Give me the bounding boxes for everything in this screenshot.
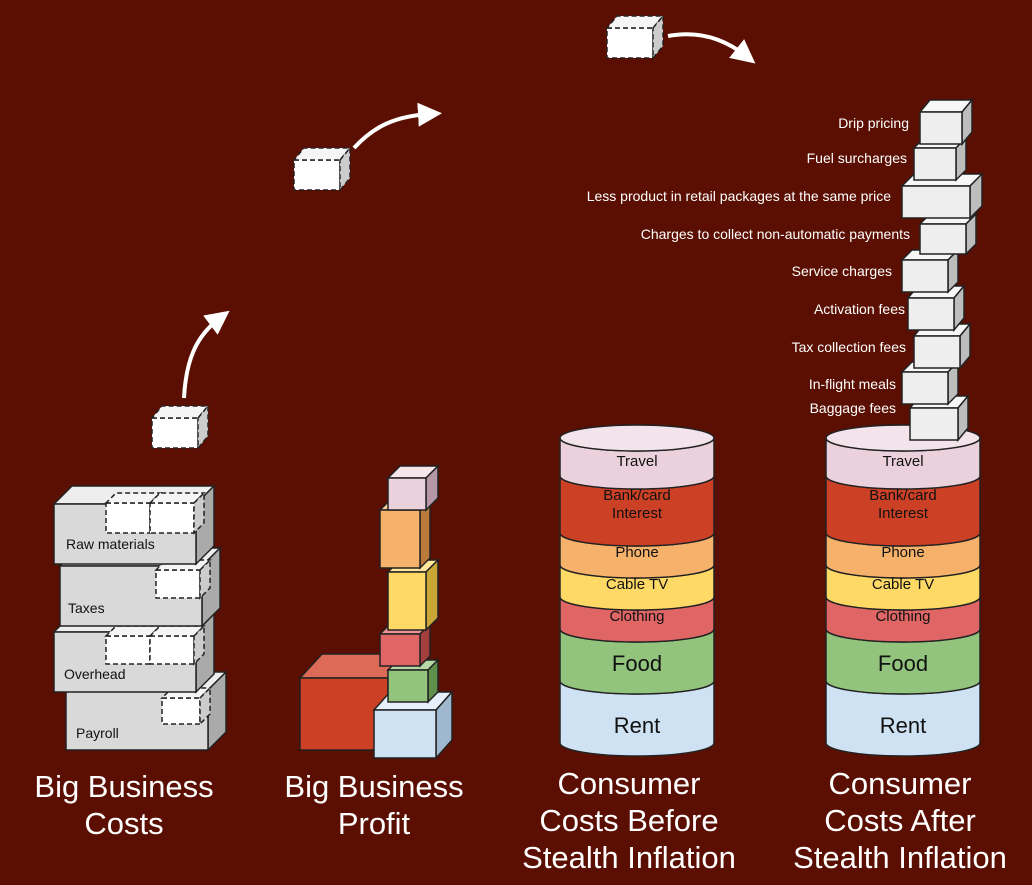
flow-arrow — [667, 32, 756, 64]
caption-line: Big Business — [34, 769, 213, 804]
layer-label-rent: Rent — [880, 713, 926, 738]
flow-arrow — [352, 102, 442, 150]
caption-line: Costs After — [824, 803, 976, 838]
fee-cube-drip-pricing — [918, 97, 974, 147]
hidden-cost-cube — [160, 686, 212, 726]
profit-block-food — [386, 658, 440, 704]
hidden-cost-cube — [148, 491, 206, 535]
escaping-cube — [605, 13, 665, 61]
layer-label-travel: Travel — [616, 453, 657, 470]
caption-consumer-before: Consumer Costs Before Stealth Inflation — [522, 766, 736, 875]
caption-line: Big Business — [284, 769, 463, 804]
caption-line: Costs — [84, 806, 163, 841]
layer-label-food: Food — [878, 651, 928, 676]
cost-label-payroll: Payroll — [76, 725, 119, 741]
caption-line: Consumer — [829, 766, 972, 801]
consumer-after-cylinder: Travel Bank/card Interest Phone Cable TV… — [825, 424, 981, 757]
layer-label-clothing: Clothing — [609, 608, 664, 625]
layer-label-phone: Phone — [881, 544, 924, 561]
layer-label-bank-card: Bank/card — [869, 487, 937, 504]
cylinder-top — [559, 424, 715, 452]
fee-label-in-flight-meals: In-flight meals — [809, 376, 896, 392]
business-costs-stack: Raw materials Taxes Overhead Payroll — [52, 484, 228, 752]
fee-cube-fuel-surcharges — [912, 136, 968, 182]
fee-label-activation-fees: Activation fees — [814, 301, 905, 317]
layer-label-food: Food — [612, 651, 662, 676]
layer-label-cable-tv: Cable TV — [606, 576, 668, 593]
cost-label-raw-materials: Raw materials — [66, 536, 155, 552]
caption-business-costs: Big Business Costs — [34, 769, 213, 841]
fee-label-drip-pricing: Drip pricing — [838, 115, 909, 131]
caption-line: Consumer — [558, 766, 701, 801]
layer-label-cable-tv: Cable TV — [872, 576, 934, 593]
layer-label-interest: Interest — [878, 505, 929, 522]
fee-cube-tax-collection — [912, 321, 972, 371]
caption-line: Costs Before — [539, 803, 718, 838]
layer-label-clothing: Clothing — [875, 608, 930, 625]
cost-box-raw-materials — [52, 484, 216, 566]
fee-cube-less-product — [900, 172, 984, 220]
hidden-cost-cube — [154, 558, 212, 600]
business-profit-stack — [298, 464, 454, 760]
cost-label-taxes: Taxes — [68, 600, 105, 616]
fee-label-non-automatic-payments: Charges to collect non-automatic payment… — [641, 226, 910, 242]
caption-line: Profit — [338, 806, 411, 841]
fee-tower: Drip pricing Fuel surcharges Less produc… — [587, 97, 984, 443]
fee-cube-service-charges — [900, 248, 960, 294]
layer-label-bank-card: Bank/card — [603, 487, 671, 504]
caption-business-profit: Big Business Profit — [284, 769, 463, 841]
escaping-cube — [150, 403, 210, 451]
fee-label-less-product: Less product in retail packages at the s… — [587, 188, 891, 204]
cost-box-overhead — [52, 612, 216, 694]
caption-consumer-after: Consumer Costs After Stealth Inflation — [793, 766, 1007, 875]
fee-label-baggage-fees: Baggage fees — [810, 400, 896, 416]
layer-label-travel: Travel — [882, 453, 923, 470]
fee-label-tax-collection-fees: Tax collection fees — [792, 339, 906, 355]
layer-label-rent: Rent — [614, 713, 660, 738]
consumer-before-cylinder: Travel Bank/card Interest Phone Cable TV… — [559, 424, 715, 757]
fee-label-service-charges: Service charges — [792, 263, 892, 279]
flow-arrow — [182, 310, 230, 399]
layer-label-interest: Interest — [612, 505, 663, 522]
hidden-cost-cube — [104, 625, 162, 665]
profit-block-cable — [386, 558, 440, 632]
fee-cube-non-automatic-payments — [918, 212, 978, 256]
escaping-cube — [292, 145, 352, 193]
layer-label-phone: Phone — [615, 544, 658, 561]
caption-line: Stealth Inflation — [793, 840, 1007, 875]
fee-label-fuel-surcharges: Fuel surcharges — [807, 150, 907, 166]
profit-block-travel — [386, 464, 440, 512]
caption-line: Stealth Inflation — [522, 840, 736, 875]
hidden-cost-cube — [148, 624, 206, 666]
cost-label-overhead: Overhead — [64, 666, 125, 682]
